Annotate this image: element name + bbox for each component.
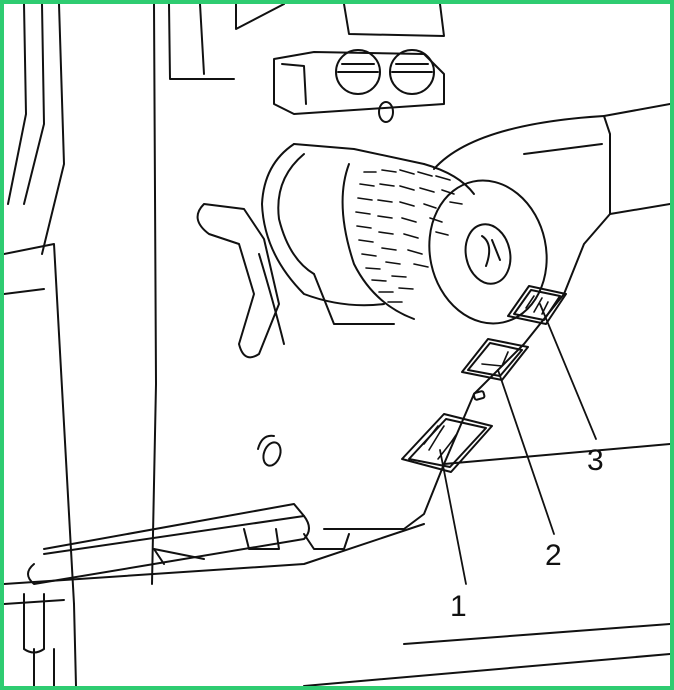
- screw-clamp: [273, 49, 445, 123]
- screw-right-icon: [389, 49, 435, 95]
- knob-face: [428, 179, 548, 325]
- indicator-led: [472, 390, 486, 401]
- grip-ribs: [355, 169, 463, 303]
- leader-lines: [439, 303, 597, 585]
- screw-left-icon: [335, 49, 381, 95]
- top-plate: [199, 4, 445, 75]
- bottom-post: [23, 593, 77, 686]
- button-2[interactable]: [461, 338, 529, 381]
- lever-handle: [196, 203, 285, 359]
- left-frame-edges: [4, 4, 235, 605]
- thread-guide-wire: [27, 503, 310, 585]
- knob-assembly: [261, 143, 548, 325]
- callout-label-1: 1: [450, 590, 467, 623]
- button-3[interactable]: [507, 285, 567, 325]
- callout-label-3: 3: [587, 444, 604, 477]
- machine-drawing: [4, 4, 670, 686]
- lower-mount: [243, 434, 350, 550]
- callout-label-2: 2: [545, 539, 562, 572]
- side-plate: [4, 103, 670, 686]
